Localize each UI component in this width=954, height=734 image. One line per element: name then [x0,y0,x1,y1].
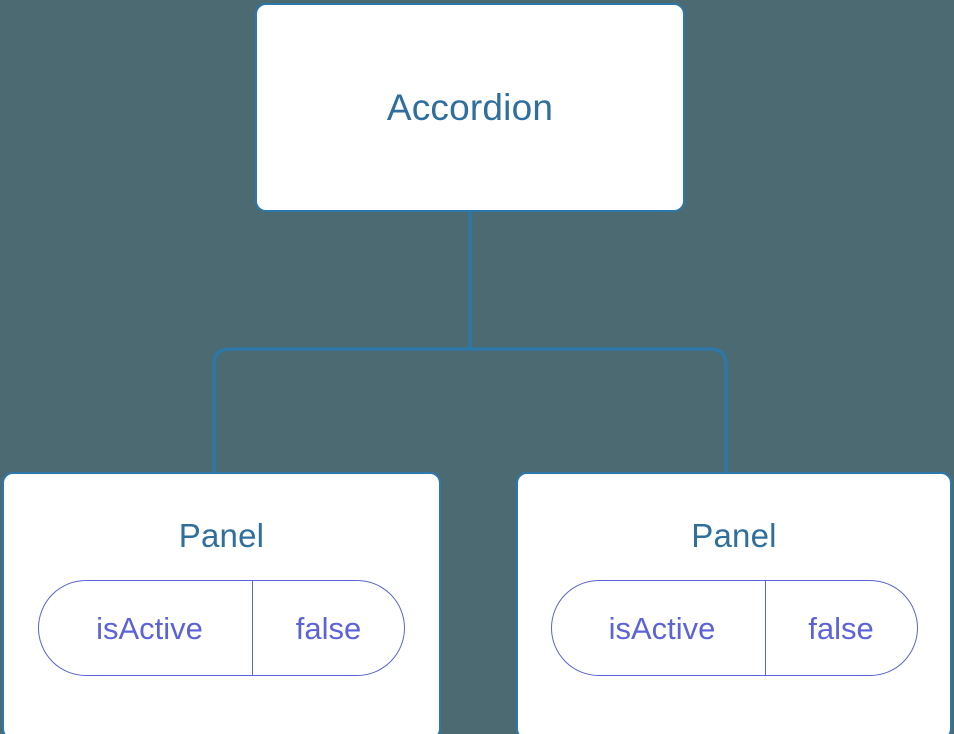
node-panel-1-title: Panel [691,517,777,554]
node-accordion-title: Accordion [386,87,554,128]
connector-branch-left [212,347,470,474]
node-panel-1[interactable]: Panel isActive false [516,472,952,734]
node-panel-0-state-wrap: isActive false [4,580,439,676]
node-panel-0-title: Panel [178,517,265,554]
node-panel-0-state-key: isActive [96,610,203,646]
node-panel-1-state-value: false [764,581,917,675]
connector-branch-right [470,347,728,474]
node-panel-1-state-pill[interactable]: isActive false [550,580,918,676]
node-panel-1-state-wrap: isActive false [518,580,950,676]
node-accordion[interactable]: Accordion [255,3,685,212]
node-panel-1-state-key: isActive [608,610,716,646]
node-panel-0[interactable]: Panel isActive false [2,472,441,734]
node-panel-0-state-value: false [252,581,404,675]
node-panel-0-state-pill[interactable]: isActive false [38,580,405,676]
